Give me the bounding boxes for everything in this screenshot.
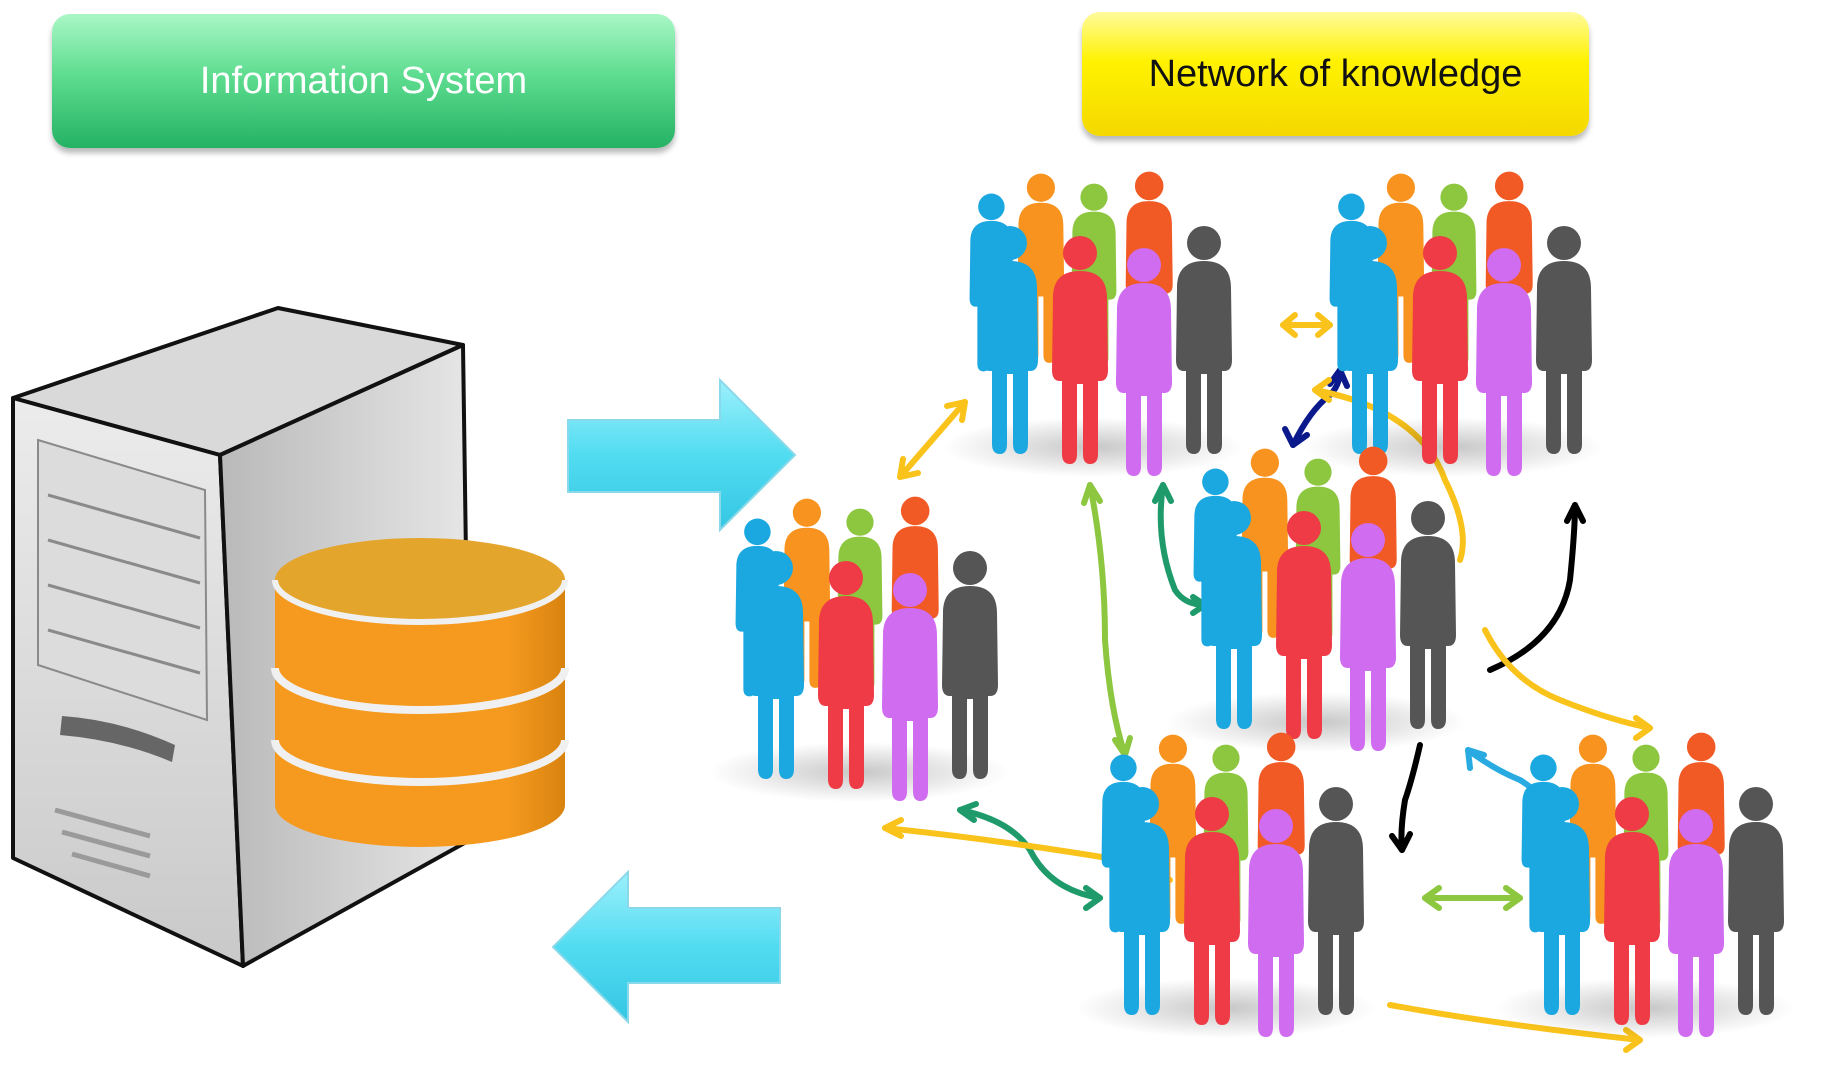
person-icon xyxy=(1176,226,1232,454)
link-arrow xyxy=(1280,312,1333,338)
people-group-icon xyxy=(943,171,1243,477)
people-group-icon xyxy=(1303,171,1603,477)
people-group-icon xyxy=(709,496,1009,802)
link-arrow xyxy=(1487,502,1586,673)
link-arrow xyxy=(957,801,1103,911)
people-group-icon xyxy=(1167,446,1467,752)
people-group-icon xyxy=(1495,732,1795,1038)
link-arrow xyxy=(1422,885,1523,911)
person-icon xyxy=(942,551,998,779)
people-group-icon xyxy=(1075,732,1375,1038)
arrow-left-icon xyxy=(551,869,781,1025)
link-arrow xyxy=(1081,482,1133,758)
link-arrow xyxy=(897,399,968,480)
link-arrow xyxy=(1482,627,1653,741)
network-of-knowledge-label: Network of knowledge xyxy=(1148,52,1523,95)
person-icon xyxy=(1400,501,1456,729)
information-system-title: Information System xyxy=(52,14,675,148)
person-icon xyxy=(1308,787,1364,1015)
information-system-label: Information System xyxy=(199,59,528,102)
link-arrow xyxy=(1389,742,1423,853)
person-icon xyxy=(1536,226,1592,454)
arrow-right-icon xyxy=(567,377,797,533)
person-icon xyxy=(1728,787,1784,1015)
database-cylinder-icon xyxy=(271,538,569,847)
people-groups xyxy=(709,171,1795,1038)
link-arrow xyxy=(1152,482,1208,616)
network-of-knowledge-title: Network of knowledge xyxy=(1082,12,1589,136)
